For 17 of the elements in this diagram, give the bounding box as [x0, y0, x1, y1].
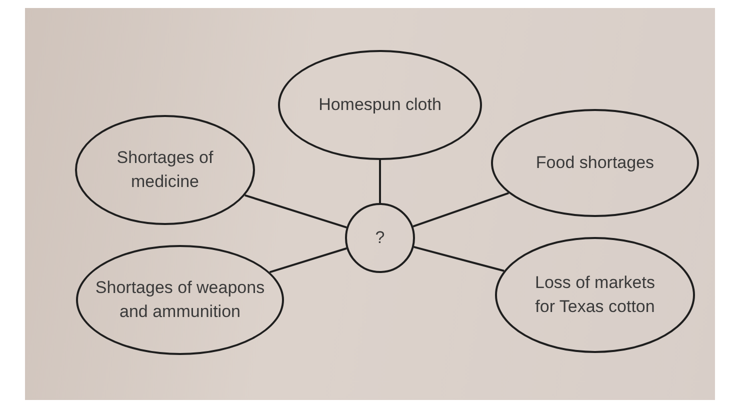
connector-line [412, 192, 509, 228]
connector-line [269, 247, 347, 274]
topic-ellipse [75, 115, 255, 225]
node-label: Loss of markets for Texas cotton [534, 272, 656, 318]
topic-ellipse [495, 237, 695, 353]
node-label: Shortages of weapons and ammunition [94, 277, 266, 323]
node-label: Shortages of medicine [116, 147, 214, 193]
node-label: Food shortages [534, 152, 656, 174]
connector-line [244, 194, 347, 228]
node-label: ? [374, 227, 386, 249]
node-label: Homespun cloth [318, 94, 442, 116]
connector-line [379, 160, 381, 203]
topic-ellipse [76, 245, 284, 355]
topic-ellipse [278, 50, 482, 160]
hub-circle [345, 203, 415, 273]
connector-line [414, 246, 504, 272]
topic-ellipse [491, 109, 699, 217]
